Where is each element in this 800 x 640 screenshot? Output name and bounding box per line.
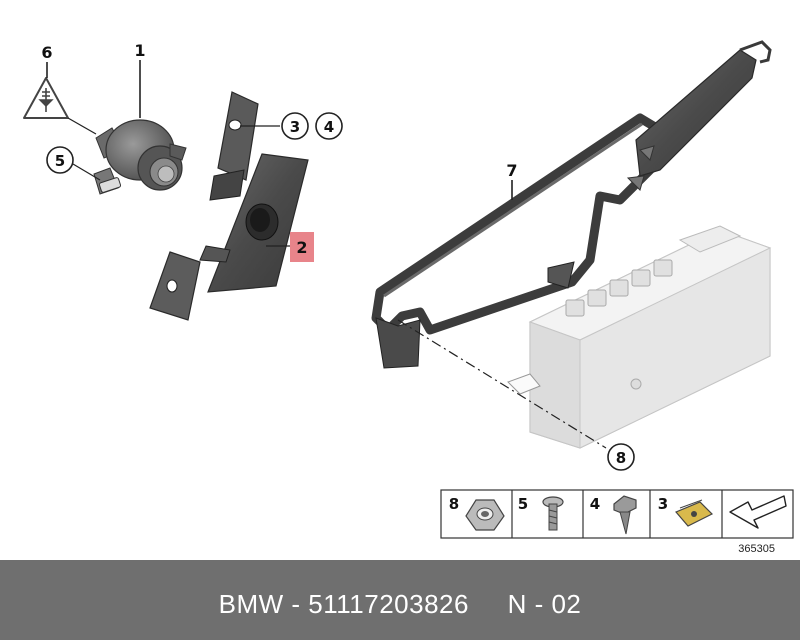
arrow-icon	[729, 495, 787, 529]
callout-5-circle	[46, 146, 74, 174]
control-unit-part	[528, 225, 772, 449]
self-tapping-screw-icon	[613, 495, 637, 535]
legend-number-3: 3	[658, 495, 668, 513]
callout-8: 8	[616, 449, 626, 467]
callout-7: 7	[506, 161, 517, 180]
callout-6: 6	[41, 43, 52, 62]
callout-3-circle	[281, 112, 309, 140]
callout-3: 3	[290, 118, 300, 136]
callout-4-circle	[315, 112, 343, 140]
screw-icon	[542, 496, 564, 531]
clip-nut-icon	[675, 499, 714, 527]
warning-triangle-icon	[23, 77, 69, 119]
hex-nut-icon	[465, 499, 505, 531]
reference-number: 365305	[738, 543, 775, 555]
highlight-box	[290, 232, 314, 262]
long-bracket-part	[371, 40, 772, 369]
legend-number-5: 5	[518, 495, 528, 513]
callout-5: 5	[55, 152, 65, 170]
legend-number-4: 4	[590, 495, 600, 513]
legend-number-8: 8	[449, 495, 459, 513]
footer-part-number: BMW - 51117203826 N - 02	[219, 589, 582, 619]
callout-4: 4	[324, 118, 334, 136]
callout-1: 1	[134, 41, 145, 60]
callout-2: 2	[296, 238, 307, 257]
fastener-legend: 8 5 4 3	[440, 489, 794, 539]
sensor-part	[93, 119, 187, 195]
footer-bar	[0, 560, 800, 640]
callout-8-circle	[607, 443, 635, 471]
mounting-bracket-part	[149, 91, 309, 321]
